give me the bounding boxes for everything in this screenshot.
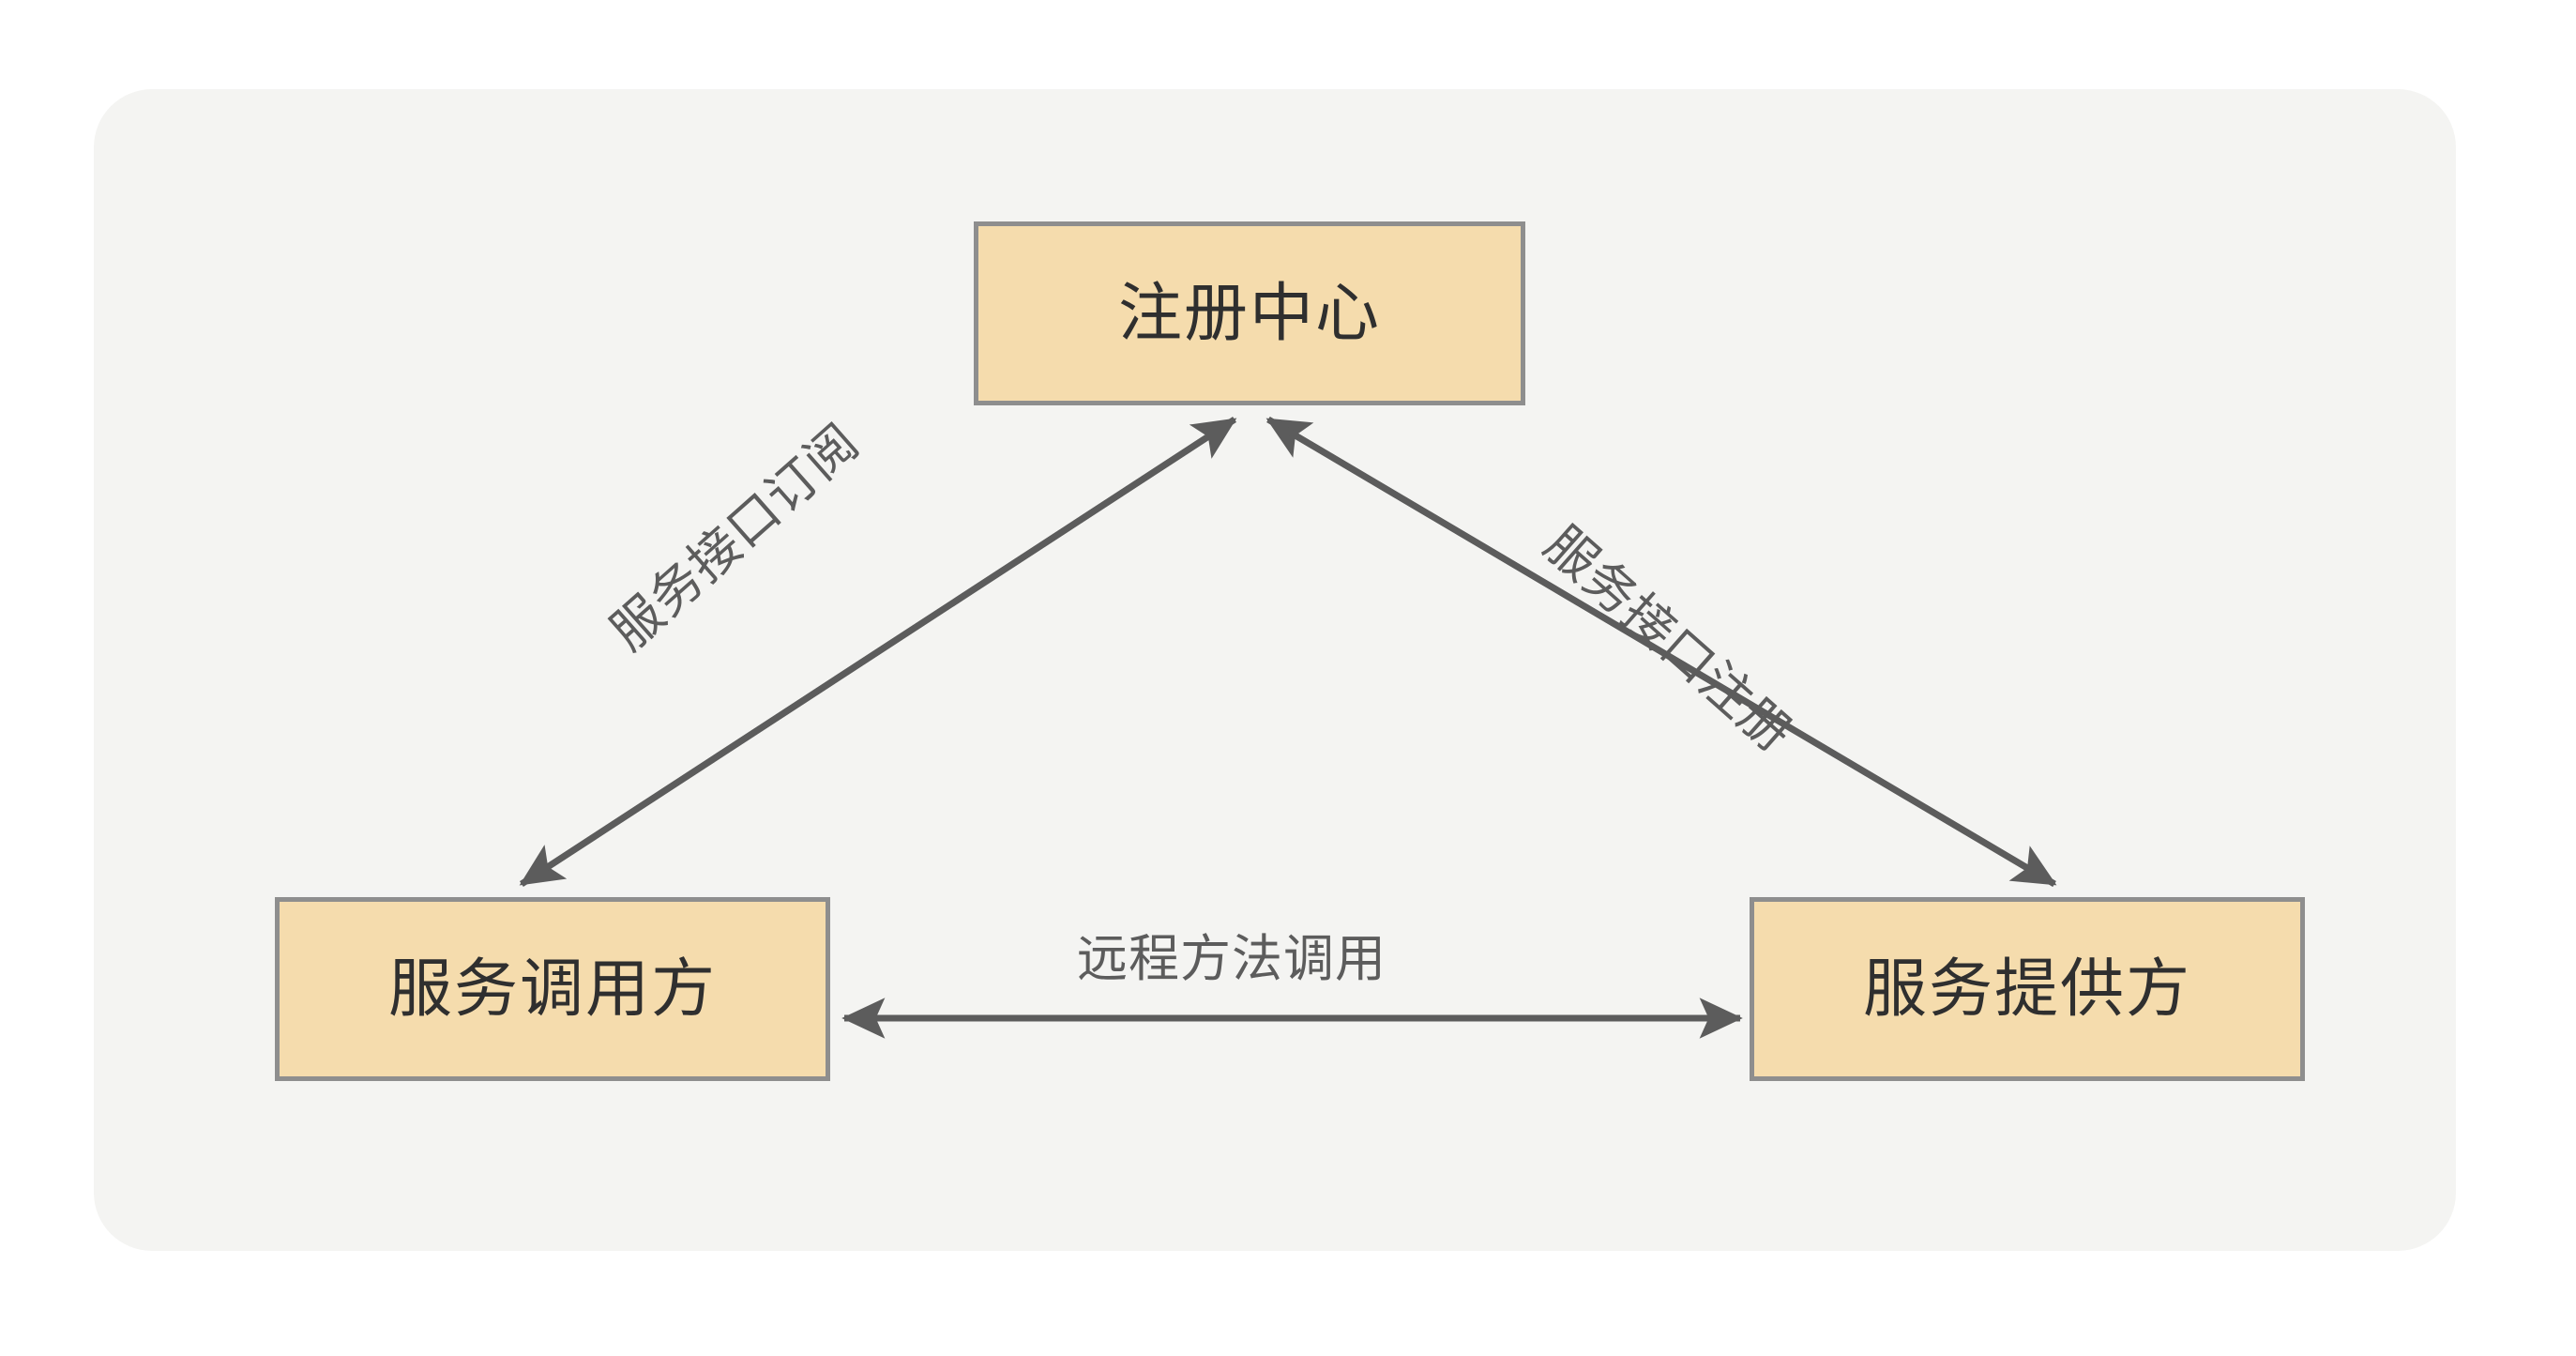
node-registry-label: 注册中心 xyxy=(1117,278,1381,349)
node-registry[interactable]: 注册中心 xyxy=(974,221,1525,405)
node-service-consumer-label: 服务调用方 xyxy=(387,953,717,1025)
node-service-consumer[interactable]: 服务调用方 xyxy=(275,897,830,1081)
node-service-provider-label: 服务提供方 xyxy=(1862,953,2191,1025)
edge-label-remote-invocation: 远程方法调用 xyxy=(1077,931,1386,987)
node-service-provider[interactable]: 服务提供方 xyxy=(1750,897,2305,1081)
